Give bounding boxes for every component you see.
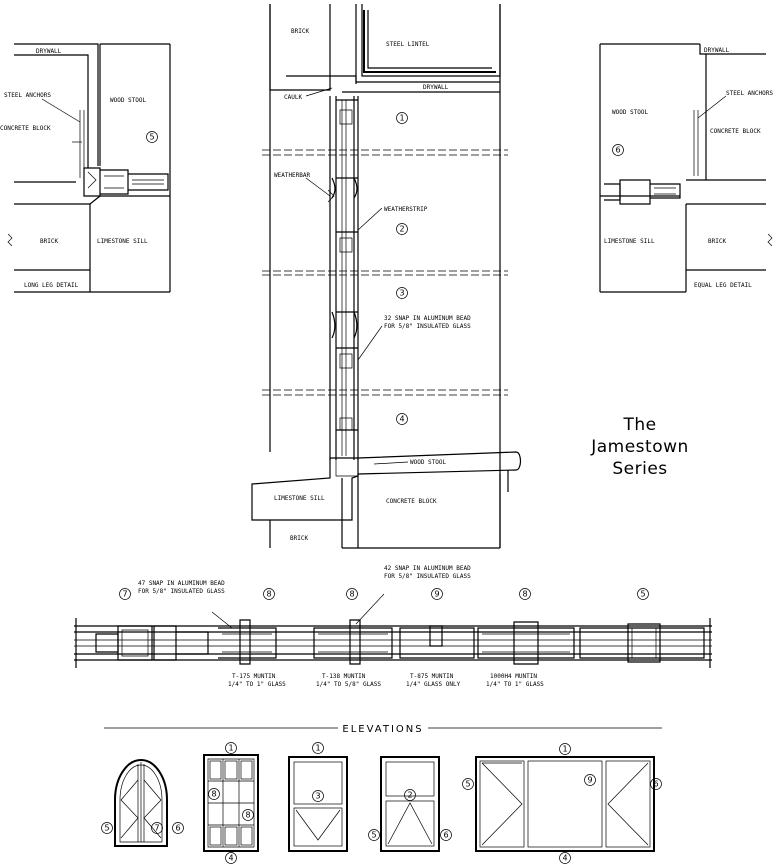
center-callout-1: 1 <box>399 114 404 123</box>
weatherstrip-label: WEATHERSTRIP <box>384 206 428 213</box>
bead32-label-line1: 32 SNAP IN ALUMINUM BEAD <box>384 315 471 322</box>
right-brick-label: BRICK <box>708 238 726 245</box>
title-line3: Series <box>612 459 667 479</box>
equal-leg-caption: EQUAL LEG DETAIL <box>694 282 752 289</box>
elev4-callout-2: 2 <box>407 791 412 800</box>
left-brick-label: BRICK <box>40 238 58 245</box>
weatherbar-label: WEATHERBAR <box>274 172 311 179</box>
muntin-caption-2-line2: 1/4" TO 5/8" GLASS <box>316 681 381 688</box>
title-line2: Jamestown <box>590 437 689 457</box>
elev3-callout-1: 1 <box>315 744 320 753</box>
title-line1: The <box>622 415 656 435</box>
elev5-callout-6: 6 <box>653 780 658 789</box>
long-leg-caption: LONG LEG DETAIL <box>24 282 79 289</box>
muntin-callout-8a: 8 <box>266 590 271 599</box>
bead42-label-line2: FOR 5/8" INSULATED GLASS <box>384 573 471 580</box>
muntin-callout-7: 7 <box>122 590 127 599</box>
elev4-callout-6: 6 <box>443 831 448 840</box>
right-callout-6: 6 <box>615 146 620 155</box>
center-brick-bottom-label: BRICK <box>290 535 308 542</box>
muntin-caption-4-line2: 1/4" TO 1" GLASS <box>486 681 544 688</box>
bead47-label-line2: FOR 5/8" INSULATED GLASS <box>138 588 225 595</box>
caulk-label: CAULK <box>284 94 302 101</box>
muntin-caption-2-line1: T-138 MUNTIN <box>322 673 366 680</box>
left-wood-stool-label: WOOD STOOL <box>110 97 147 104</box>
muntin-callout-5: 5 <box>640 590 645 599</box>
muntin-strip: 47 SNAP IN ALUMINUM BEAD FOR 5/8" INSULA… <box>74 565 712 688</box>
elevations: ELEVATIONS 5 7 6 1 <box>101 724 662 864</box>
elev5-callout-4: 4 <box>562 854 567 863</box>
right-drywall-label: DRYWALL <box>704 47 730 54</box>
center-section: BRICK STEEL LINTEL DRYWALL CAULK WEATHER… <box>251 4 522 549</box>
muntin-caption-4-line1: 1000H4 MUNTIN <box>490 673 537 680</box>
center-drywall-label: DRYWALL <box>423 84 449 91</box>
center-callout-2: 2 <box>399 225 404 234</box>
series-title: The Jamestown Series <box>590 415 689 479</box>
elev5-callout-1: 1 <box>562 745 567 754</box>
elev2-callout-8b: 8 <box>245 811 250 820</box>
right-wood-stool-label: WOOD STOOL <box>612 109 649 116</box>
center-concrete-block-label: CONCRETE BLOCK <box>386 498 437 505</box>
muntin-caption-3-line2: 1/4" GLASS ONLY <box>406 681 461 688</box>
muntin-callout-9: 9 <box>434 590 439 599</box>
muntin-callout-8b: 8 <box>349 590 354 599</box>
elevation-awning: 1 3 <box>288 742 348 852</box>
center-limestone-sill-label: LIMESTONE SILL <box>274 495 325 502</box>
elev5-callout-5: 5 <box>465 780 470 789</box>
equal-leg-detail: DRYWALL STEEL ANCHORS CONCRETE BLOCK WOO… <box>599 43 773 293</box>
elev4-callout-5: 5 <box>371 831 376 840</box>
bead32-label-line2: FOR 5/8" INSULATED GLASS <box>384 323 471 330</box>
elev2-callout-4: 4 <box>228 854 233 863</box>
elev2-callout-1: 1 <box>228 744 233 753</box>
elev1-callout-6: 6 <box>175 824 180 833</box>
elevation-arch: 5 7 6 <box>101 759 184 847</box>
muntin-caption-1-line1: T-175 MUNTIN <box>232 673 276 680</box>
elevation-triple: 1 5 9 6 4 <box>462 743 662 864</box>
bead42-label-line1: 42 SNAP IN ALUMINUM BEAD <box>384 565 471 572</box>
muntin-callout-8c: 8 <box>522 590 527 599</box>
elev1-callout-5: 5 <box>104 824 109 833</box>
right-limestone-sill-label: LIMESTONE SILL <box>604 238 655 245</box>
left-drywall-label: DRYWALL <box>36 48 62 55</box>
center-callout-4: 4 <box>399 415 404 424</box>
center-callout-3: 3 <box>399 289 404 298</box>
bead47-label-line1: 47 SNAP IN ALUMINUM BEAD <box>138 580 225 587</box>
muntin-caption-1-line2: 1/4" TO 1" GLASS <box>228 681 286 688</box>
long-leg-detail: DRYWALL STEEL ANCHORS CONCRETE BLOCK WOO… <box>0 43 171 293</box>
center-wood-stool-label: WOOD STOOL <box>410 459 447 466</box>
left-limestone-sill-label: LIMESTONE SILL <box>97 238 148 245</box>
steel-lintel-label: STEEL LINTEL <box>386 41 430 48</box>
left-steel-anchors-label: STEEL ANCHORS <box>4 92 51 99</box>
elev2-callout-8a: 8 <box>211 790 216 799</box>
right-concrete-block-label: CONCRETE BLOCK <box>710 128 761 135</box>
muntin-caption-3-line1: T-875 MUNTIN <box>410 673 454 680</box>
elevations-label: ELEVATIONS <box>342 724 423 735</box>
elevation-hopper: 2 5 6 <box>368 756 452 852</box>
elev5-callout-9: 9 <box>587 776 592 785</box>
left-concrete-block-label: CONCRETE BLOCK <box>0 125 51 132</box>
elev1-callout-7: 7 <box>154 824 159 833</box>
elev3-callout-3: 3 <box>315 792 320 801</box>
elevation-grid: 1 8 8 4 <box>203 742 259 864</box>
right-steel-anchors-label: STEEL ANCHORS <box>726 90 773 97</box>
center-brick-top-label: BRICK <box>291 28 309 35</box>
left-callout-5: 5 <box>149 133 154 142</box>
